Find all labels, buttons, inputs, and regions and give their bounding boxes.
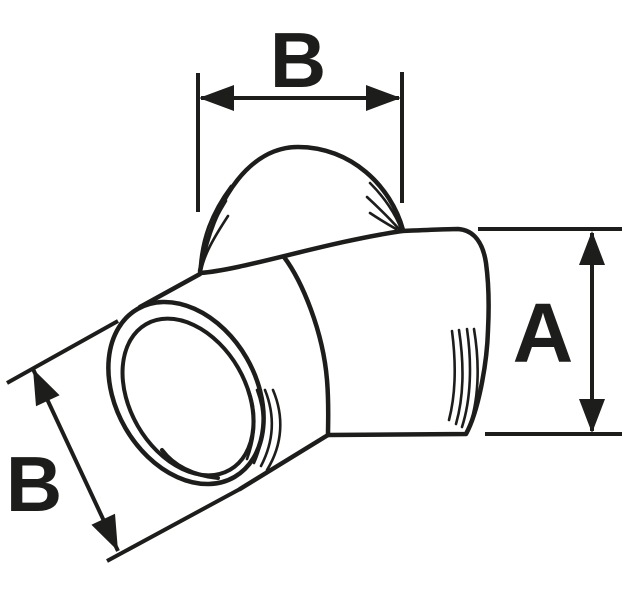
label-dimension-a-right: A bbox=[513, 286, 574, 380]
arrowhead-up-icon bbox=[579, 231, 605, 265]
arrowhead-down-icon bbox=[579, 399, 605, 433]
arrowhead-left-icon bbox=[199, 85, 234, 111]
saddle-curve bbox=[197, 228, 405, 276]
hatch-line-right-cap bbox=[466, 327, 479, 432]
hatch-line-left-flange bbox=[265, 388, 282, 472]
arrowhead-right-icon bbox=[366, 85, 401, 111]
hatch-line-left-flange bbox=[245, 389, 256, 461]
left-opening-bore-arc bbox=[160, 448, 220, 480]
fitting-outline bbox=[106, 144, 491, 492]
hatch-line-left-flange bbox=[259, 388, 273, 468]
label-dimension-b-left: B bbox=[6, 440, 62, 528]
hatch-line-dome-right bbox=[368, 211, 398, 231]
main-pipe-outline bbox=[325, 226, 491, 438]
hatch-line-dome-left bbox=[198, 199, 228, 271]
label-dimension-b-top: B bbox=[270, 16, 326, 104]
dimension-arrowheads bbox=[33, 85, 605, 551]
hatch-line-dome-right bbox=[368, 181, 403, 231]
hatch-line-dome-right bbox=[365, 195, 401, 231]
crotch-curve bbox=[281, 254, 331, 438]
left-opening-outer-rim bbox=[106, 299, 266, 487]
hatch-line-right-cap bbox=[454, 328, 464, 426]
extension-line bbox=[6, 319, 119, 385]
hatch-line-dome-left bbox=[199, 214, 230, 273]
extension-line bbox=[106, 487, 241, 563]
surface-hatch-lines bbox=[198, 181, 479, 472]
left-opening-inner-rim bbox=[120, 316, 256, 478]
hatch-line-right-cap bbox=[447, 329, 456, 422]
left-branch-bottom-edge bbox=[237, 432, 331, 492]
arrowhead-downright-icon bbox=[91, 513, 118, 551]
left-branch-top-edge bbox=[137, 271, 203, 310]
arrowhead-upleft-icon bbox=[33, 369, 60, 407]
hatch-line-right-cap bbox=[460, 327, 472, 429]
dimension-a-right bbox=[478, 227, 622, 436]
hatch-line-left-flange bbox=[252, 388, 265, 465]
dimension-labels: B A B bbox=[6, 16, 574, 528]
